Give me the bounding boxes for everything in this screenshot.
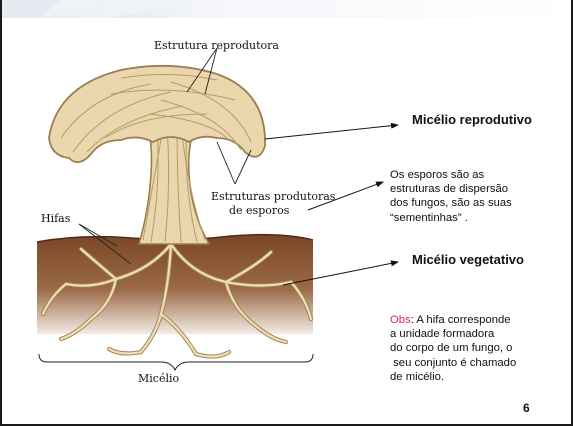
obs-label: Obs: [390, 314, 411, 326]
obs-line-1-text: : A hifa corresponde: [411, 314, 511, 326]
obs-line-5: de micélio.: [390, 370, 516, 384]
arrow-vegetative: [283, 262, 398, 285]
slide-number: 6: [523, 401, 530, 415]
arrow-spores: [308, 182, 383, 210]
heading-reproductive-mycelium: Micélio reprodutivo: [412, 112, 532, 127]
obs-line-2: a unidade formadora: [390, 327, 516, 341]
heading-vegetative-mycelium: Micélio vegetativo: [412, 252, 524, 267]
spores-explanation: Os esporos são as estruturas de dispersã…: [390, 168, 512, 225]
spores-line-2: estruturas de dispersão: [390, 182, 512, 196]
obs-line-4: seu conjunto é chamado: [390, 356, 516, 370]
arrow-reproductive: [265, 125, 398, 139]
spores-line-3: dos fungos, são as suas: [390, 196, 512, 210]
spores-line-1: Os esporos são as: [390, 168, 512, 182]
obs-line-1: Obs: A hifa corresponde: [390, 313, 516, 327]
obs-note: Obs: A hifa corresponde a unidade formad…: [390, 313, 516, 384]
obs-line-3: do corpo de um fungo, o: [390, 341, 516, 355]
spores-line-4: “sementinhas” .: [390, 211, 512, 225]
